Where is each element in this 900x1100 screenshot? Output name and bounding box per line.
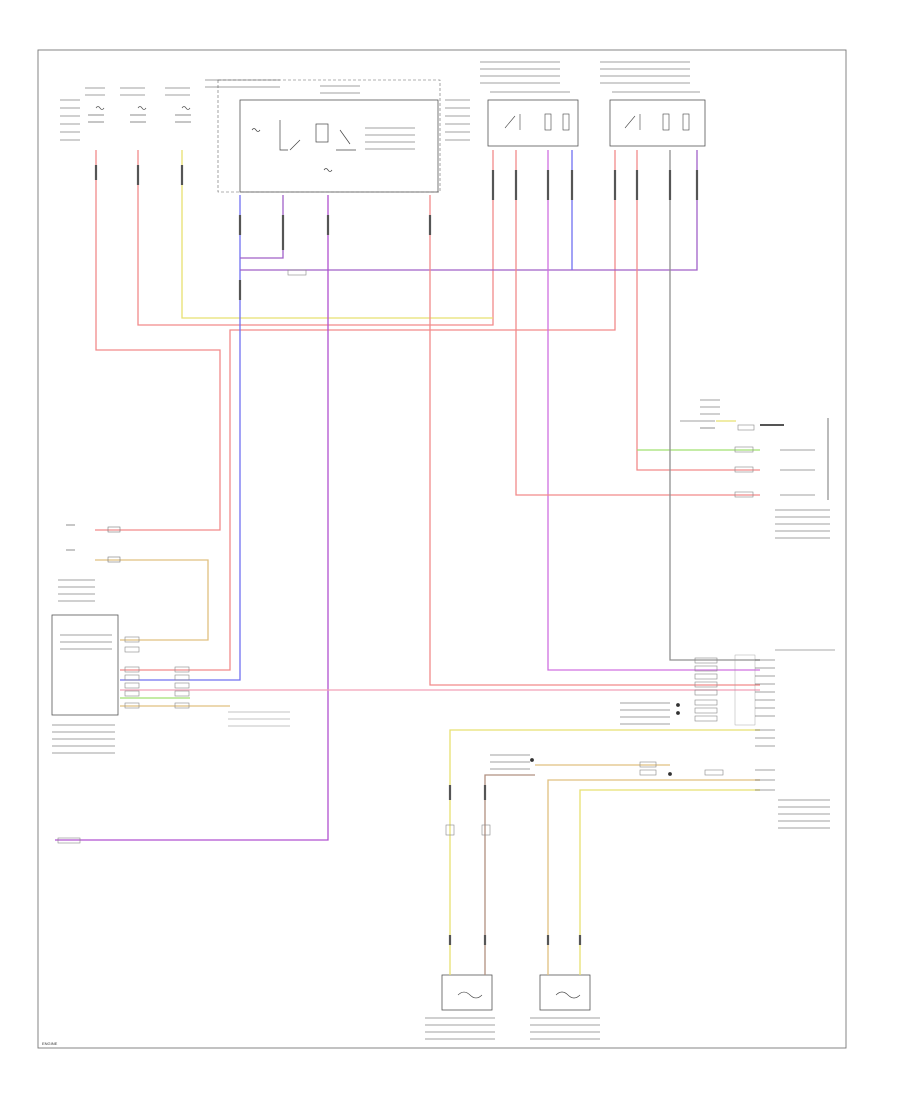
fuse-symbols [95, 106, 191, 110]
wire-tags-mid [287, 269, 491, 836]
wire-red-2 [137, 150, 494, 326]
wire-yellow-1 [181, 150, 493, 319]
mid-label-lines [490, 702, 724, 776]
connector-pins [94, 165, 699, 945]
wire-gray-1 [669, 150, 760, 661]
wire-blue-1 [120, 195, 241, 681]
wire-tag-purple [57, 837, 81, 844]
relay-panel-outline [217, 79, 441, 193]
relay-switch-symbol [251, 120, 356, 172]
wire-violet-bus [240, 150, 698, 271]
wire-purple-1 [55, 195, 329, 841]
diagram-frame [37, 49, 847, 1049]
wire-yellow-3 [579, 789, 760, 940]
fuse-label-group [60, 87, 191, 141]
footer-code: ENGINE [42, 1041, 58, 1046]
switch-module-2 [600, 61, 706, 147]
wire-red-7 [636, 150, 760, 471]
relay-box [239, 99, 439, 193]
wire-tan-3 [547, 779, 760, 940]
wire-red-5 [429, 195, 760, 686]
wire-tags-left [124, 636, 290, 727]
right-engine-control-connector [694, 649, 835, 829]
wire-violet-1 [240, 195, 284, 259]
left-switch-module [58, 524, 121, 602]
wire-tan-1 [95, 559, 209, 641]
ground-markers [530, 703, 680, 776]
switch-module-1 [480, 61, 579, 147]
wire-red-4 [120, 355, 231, 671]
wire-brown-1 [484, 774, 535, 940]
wire-red-6 [515, 150, 760, 496]
sensor-right [530, 945, 600, 1040]
wire-pink-1 [547, 150, 760, 671]
wire-yellow-2 [449, 729, 760, 940]
sensor-left [425, 945, 495, 1040]
left-control-unit [51, 614, 119, 754]
wire-red-3 [229, 150, 616, 355]
wire-red-1 [95, 150, 221, 531]
wire-harness [55, 150, 760, 940]
right-upper-connector [680, 399, 830, 539]
